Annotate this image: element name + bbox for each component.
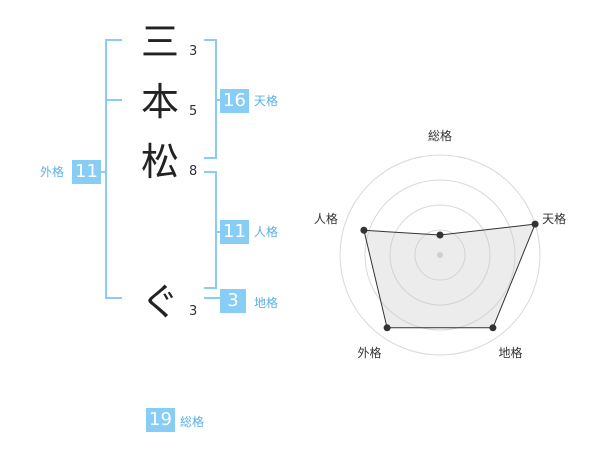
stroke-count-1: 3: [189, 44, 198, 59]
stroke-count-4: 3: [189, 304, 198, 319]
radar-ring-2: [389, 204, 491, 306]
name-char-2: 本: [140, 80, 179, 124]
radar-axis-label-0: 総格: [428, 128, 452, 143]
radar-point-3: [383, 324, 391, 332]
tenkaku-badge: 16: [220, 89, 249, 113]
gaikaku-label: 外格: [40, 165, 65, 179]
radar-point-4: [360, 226, 368, 234]
radar-ring-4: [339, 154, 541, 356]
soukaku-label: 総格: [180, 415, 205, 429]
radar-point-1: [531, 220, 539, 228]
gaikaku-badge: 11: [72, 160, 101, 184]
radar-axis-label-2: 地格: [499, 345, 523, 360]
radar-ring-3: [364, 179, 516, 331]
radar-axis-label-3: 外格: [357, 345, 381, 360]
radar-polygon: [363, 223, 536, 329]
chikaku-label: 地格: [254, 296, 279, 310]
name-char-4: ぐ: [140, 280, 179, 324]
name-char-1: 三: [140, 20, 179, 64]
radar-point-0: [436, 231, 444, 239]
stroke-count-3: 8: [189, 164, 198, 179]
stroke-count-2: 5: [189, 104, 198, 119]
radar-center-dot: [437, 252, 443, 258]
tenkaku-label: 天格: [254, 94, 279, 108]
soukaku-badge: 19: [146, 408, 175, 432]
jinkaku-label: 人格: [254, 225, 279, 239]
radar-axis-label-1: 天格: [542, 211, 566, 226]
jinkaku-badge: 11: [220, 220, 249, 244]
radar-ring-1: [414, 229, 466, 281]
name-char-3: 松: [140, 140, 179, 184]
chikaku-badge: 3: [220, 289, 246, 313]
radar-axis-label-4: 人格: [314, 211, 338, 226]
radar-point-2: [489, 324, 497, 332]
